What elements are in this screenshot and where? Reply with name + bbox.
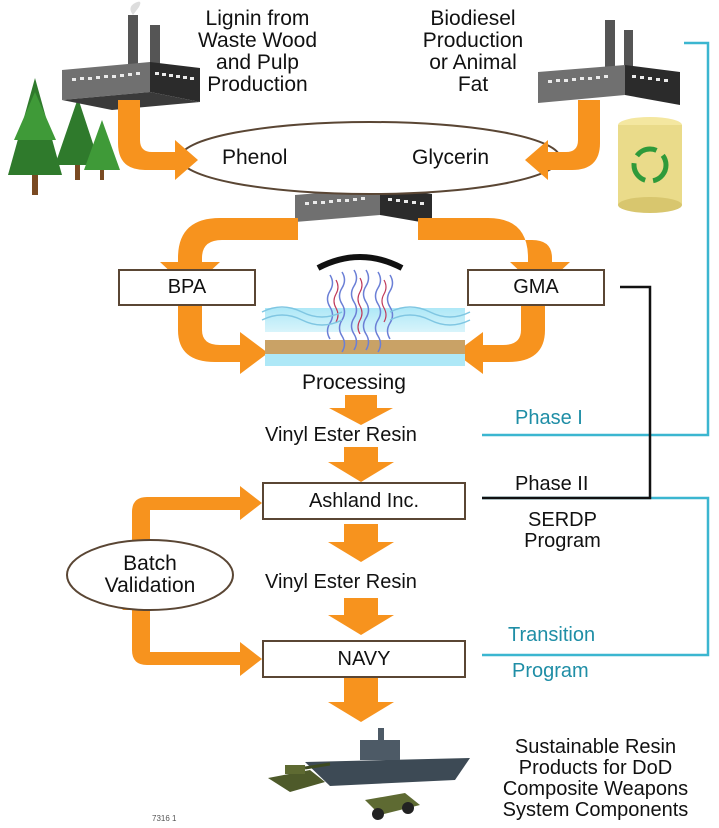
navy-box: NAVY [262, 640, 466, 678]
lignin-line-3: and Pulp [216, 51, 299, 75]
transition-program-label: Program [512, 660, 589, 682]
biodiesel-line-3: or Animal [429, 51, 517, 75]
batch-validation-line-1: Batch [123, 552, 177, 575]
batch-validation-label: Batch Validation [85, 552, 215, 598]
serdp-program-label: SERDP Program [500, 510, 625, 552]
biodiesel-line-2: Production [422, 29, 524, 53]
military-vehicles-icon [268, 728, 470, 820]
lignin-line-4: Production [207, 73, 308, 97]
biodiesel-line-1: Biodiesel [430, 7, 516, 30]
processing-label: Processing [302, 371, 406, 394]
gma-box: GMA [467, 269, 605, 306]
serdp-line-2: Program [524, 530, 601, 552]
serdp-line-1: SERDP [528, 509, 597, 531]
phase-i-label: Phase I [515, 407, 583, 429]
lignin-line-2: Waste Wood [197, 29, 318, 53]
output-line-2: Products for DoD [518, 757, 673, 779]
phase-ii-label: Phase II [515, 473, 589, 495]
phase-i-bracket [482, 41, 710, 437]
output-line-3: Composite Weapons [502, 778, 689, 800]
biodiesel-line-4: Fat [457, 73, 489, 97]
vinyl-ester-resin-label-2: Vinyl Ester Resin [265, 571, 417, 593]
recycle-barrel-icon [618, 117, 682, 213]
output-label: Sustainable Resin Products for DoD Compo… [478, 737, 713, 821]
lignin-line-1: Lignin from [205, 7, 310, 30]
processing-illustration [261, 254, 471, 366]
factory-icon-right [538, 20, 680, 105]
phenol-label: Phenol [222, 146, 288, 169]
vinyl-ester-resin-label-1: Vinyl Ester Resin [265, 424, 417, 446]
lignin-source-label: Lignin from Waste Wood and Pulp Producti… [170, 7, 345, 97]
transition-label: Transition [508, 624, 596, 646]
batch-validation-line-2: Validation [104, 574, 196, 598]
ashland-box: Ashland Inc. [262, 482, 466, 520]
tree-icon [8, 78, 120, 195]
output-line-4: System Components [502, 799, 689, 821]
bpa-box: BPA [118, 269, 256, 306]
glycerin-label: Glycerin [412, 146, 490, 169]
biodiesel-source-label: Biodiesel Production or Animal Fat [398, 7, 548, 97]
output-line-1: Sustainable Resin [514, 736, 677, 758]
phase-ii-bracket [482, 285, 652, 500]
batch-validation-oval [66, 539, 234, 611]
figure-footnote: 7316 1 [152, 814, 177, 823]
